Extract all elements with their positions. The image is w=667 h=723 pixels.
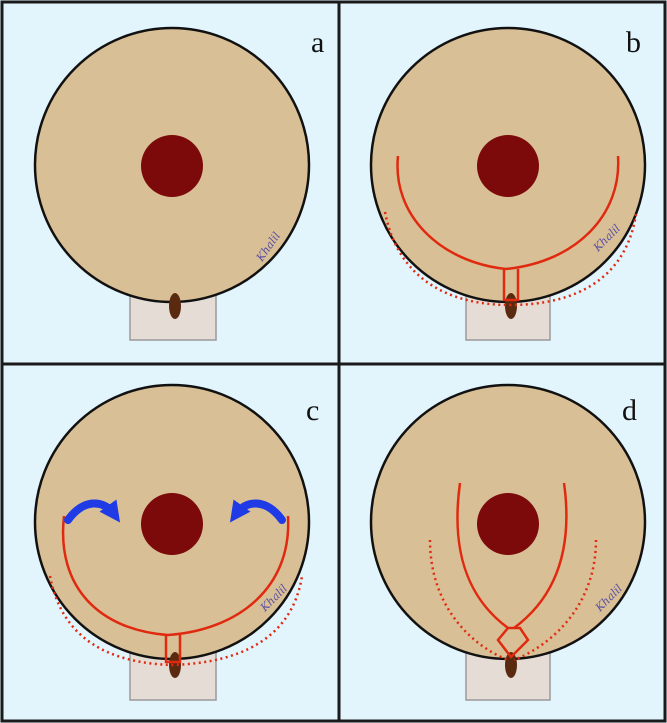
panel-letter-c: c [306,394,319,427]
pip [169,293,181,319]
panel-letter-b: b [626,26,641,59]
panel-letter-d: d [622,394,637,427]
panel-letter-a: a [311,26,324,59]
center-spot [141,493,203,555]
center-spot [477,135,539,197]
center-spot [141,135,203,197]
center-spot [477,493,539,555]
